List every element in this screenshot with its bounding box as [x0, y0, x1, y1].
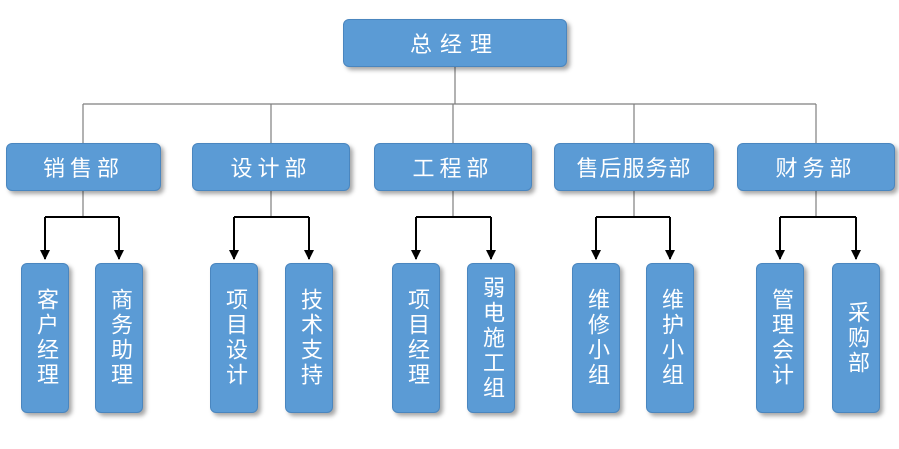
group-box-business-assistant: 商务助理 — [95, 263, 143, 413]
group-label: 管理会计 — [768, 288, 793, 388]
group-box-purchasing: 采购部 — [832, 263, 880, 413]
group-label: 维修小组 — [584, 288, 609, 388]
dept-label-finance: 财务部 — [775, 157, 857, 182]
group-label: 弱电施工组 — [479, 275, 504, 401]
group-box-customer-manager: 客户经理 — [21, 263, 69, 413]
ceo-label: 总经理 — [409, 33, 500, 58]
group-box-repair-team: 维修小组 — [572, 263, 620, 413]
group-label: 项目设计 — [222, 288, 247, 388]
group-box-maintenance-team: 维护小组 — [646, 263, 694, 413]
dept-box-design: 设计部 — [192, 143, 350, 191]
dept-label-sales: 销售部 — [42, 157, 124, 182]
dept-box-engineering: 工程部 — [374, 143, 532, 191]
group-label: 客户经理 — [33, 288, 58, 388]
group-box-project-manager: 项目经理 — [392, 263, 440, 413]
dept-label-engineering: 工程部 — [412, 157, 494, 182]
ceo-box: 总经理 — [343, 19, 567, 67]
group-label: 技术支持 — [297, 288, 322, 388]
group-box-management-accounting: 管理会计 — [756, 263, 804, 413]
group-label: 采购部 — [844, 300, 869, 376]
dept-box-sales: 销售部 — [6, 143, 161, 191]
group-label: 维护小组 — [658, 288, 683, 388]
dept-label-after-sales: 售后服务部 — [576, 157, 692, 182]
group-label: 商务助理 — [107, 288, 132, 388]
dept-box-after-sales: 售后服务部 — [554, 143, 714, 191]
group-box-project-design: 项目设计 — [210, 263, 258, 413]
dept-label-design: 设计部 — [230, 157, 312, 182]
dept-box-finance: 财务部 — [737, 143, 895, 191]
group-box-tech-support: 技术支持 — [285, 263, 333, 413]
group-box-low-voltage-team: 弱电施工组 — [467, 263, 515, 413]
group-label: 项目经理 — [404, 288, 429, 388]
